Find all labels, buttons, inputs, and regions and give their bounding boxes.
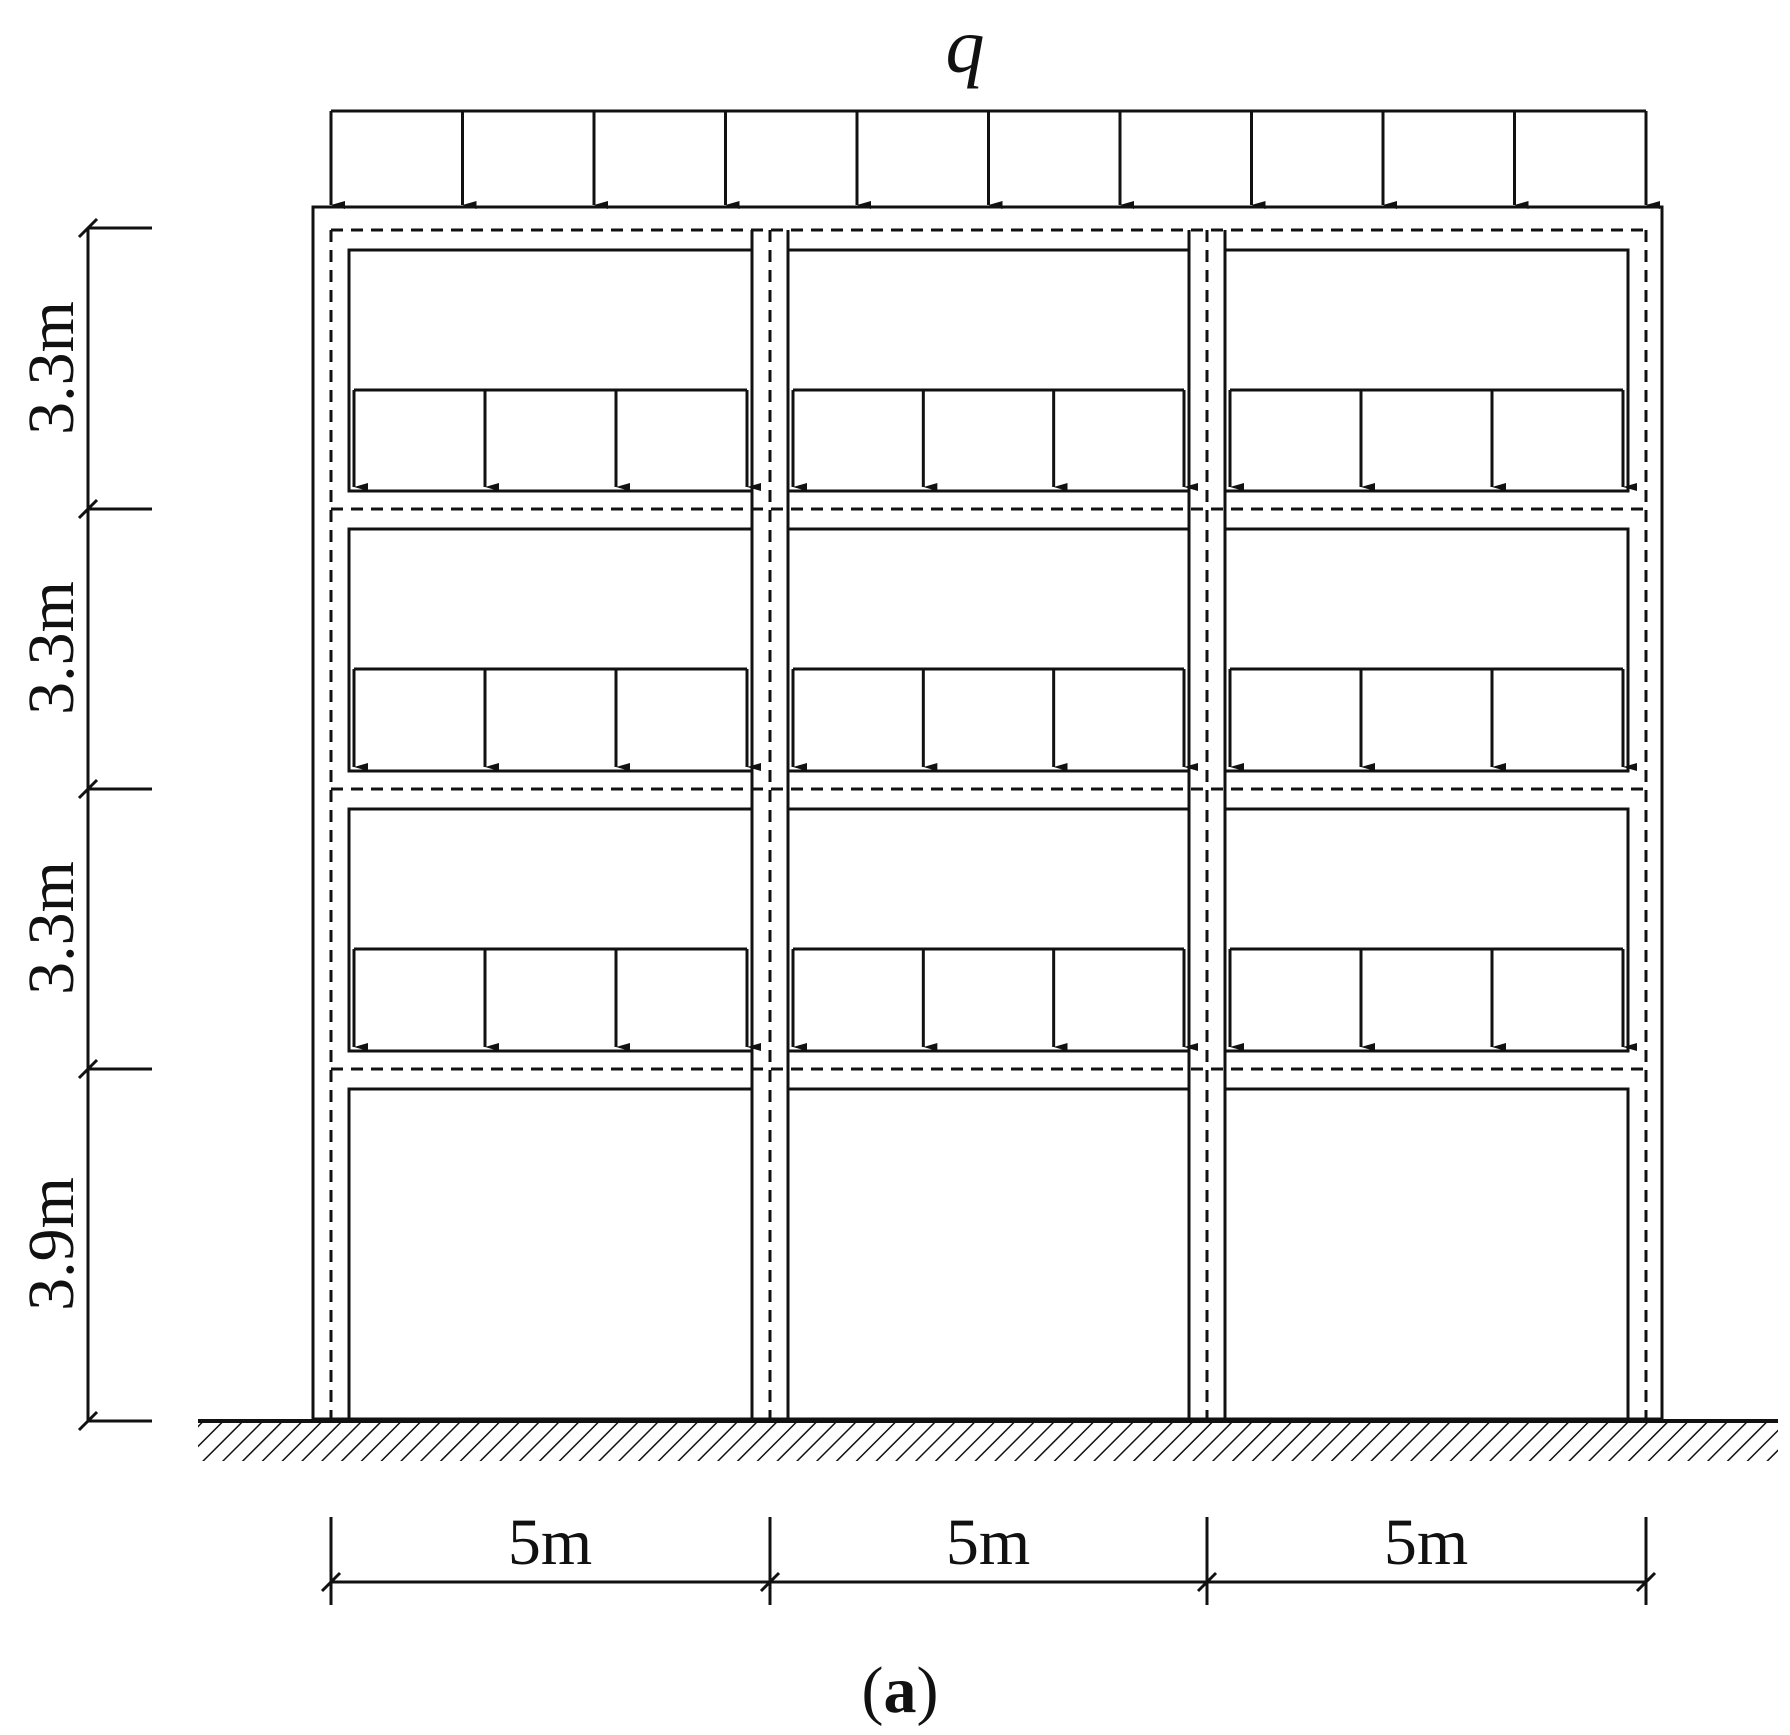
caption-close-paren: ): [917, 1654, 939, 1727]
bay-width-label: 5m: [1384, 1506, 1468, 1579]
bay-opening: [1223, 807, 1630, 1053]
horizontal-tick-slash-3: [1635, 1571, 1657, 1593]
storey-height-label: 3.3m: [15, 861, 88, 995]
horizontal-tick-slash-1: [759, 1571, 781, 1593]
bay-width-label: 5m: [508, 1506, 592, 1579]
floor-distributed-loads: [352, 388, 1637, 1051]
bay-openings: [347, 248, 1630, 1421]
ground-hatch: [198, 1421, 1778, 1461]
interior-column-edges: [750, 230, 1227, 1419]
bay-opening: [347, 807, 754, 1053]
frame-structure: [311, 205, 1664, 1421]
bay-width-label: 5m: [946, 1506, 1030, 1579]
storey-height-label: 3.9m: [15, 1177, 88, 1311]
bay-opening: [786, 248, 1191, 493]
vertical-tick-slash-3: [77, 1058, 99, 1080]
load-label-q: q: [946, 2, 985, 89]
bay-opening: [786, 527, 1191, 773]
bay-opening: [347, 248, 754, 493]
bay-opening: [347, 1087, 754, 1421]
bay-opening: [786, 807, 1191, 1053]
storey-height-label: 3.3m: [15, 301, 88, 435]
vertical-tick-slash-0: [77, 217, 99, 239]
horizontal-dimension: [320, 1517, 1657, 1605]
vertical-dimension: [77, 217, 152, 1432]
column-centerlines: [329, 230, 1648, 1419]
bay-opening: [786, 1087, 1191, 1421]
horizontal-tick-slash-2: [1196, 1571, 1218, 1593]
storey-height-labels: 3.3m 3.3m 3.3m 3.9m: [15, 301, 88, 1311]
beam-centerlines: [331, 228, 1646, 1071]
storey-height-label: 3.3m: [15, 581, 88, 715]
bay-width-labels: 5m 5m 5m: [508, 1506, 1468, 1579]
bay-opening: [347, 527, 754, 773]
caption-letter: a: [884, 1654, 917, 1727]
horizontal-tick-slash-0: [320, 1571, 342, 1593]
vertical-tick-slash-4: [77, 1410, 99, 1432]
top-distributed-load: q: [329, 2, 1660, 209]
bay-opening: [1223, 1087, 1630, 1421]
figure-caption: (a): [862, 1654, 939, 1727]
bay-opening: [1223, 527, 1630, 773]
top-load-arrows: [329, 111, 1660, 209]
vertical-tick-slash-2: [77, 778, 99, 800]
caption-open-paren: (: [862, 1654, 884, 1727]
vertical-tick-slash-1: [77, 498, 99, 520]
ground-support: [198, 1419, 1778, 1461]
bay-opening: [1223, 248, 1630, 493]
